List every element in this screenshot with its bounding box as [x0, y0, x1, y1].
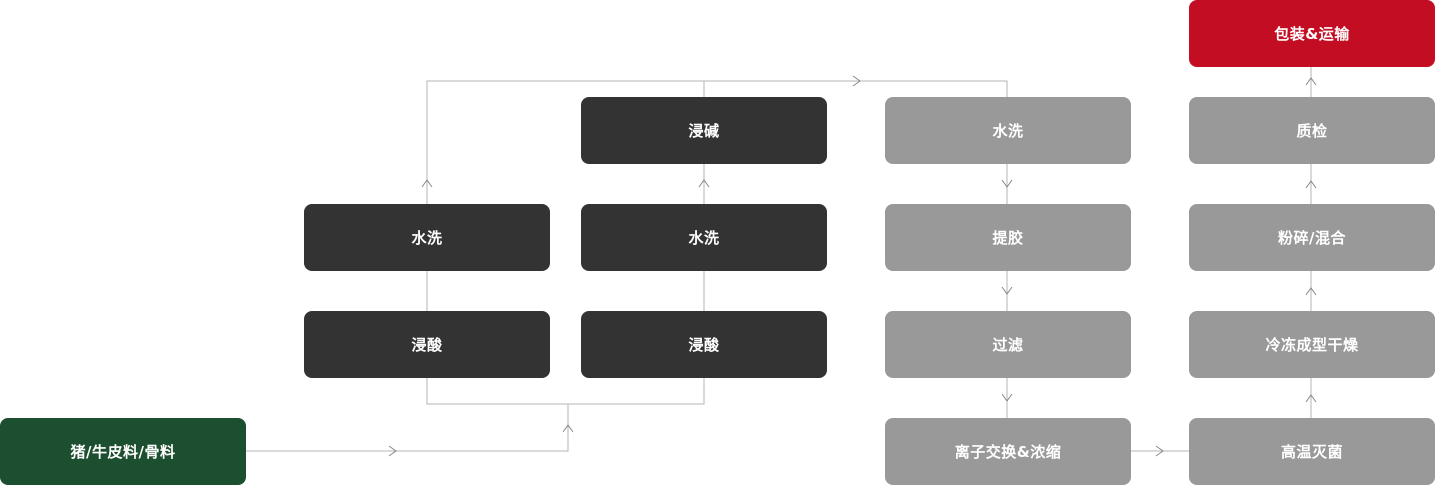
step-label: 水洗	[688, 229, 720, 247]
arrow-right-icon	[1155, 445, 1164, 457]
arrow-up-icon	[1305, 77, 1317, 86]
step-sterilization: 高温灭菌	[1189, 418, 1435, 485]
step-branch-b-water-wash: 水洗	[581, 204, 827, 271]
arrow-down-icon	[1001, 393, 1013, 402]
step-ion-exchange: 离子交换&浓缩	[885, 418, 1131, 485]
step-label: 包装&运输	[1274, 25, 1350, 43]
step-label: 冷冻成型干燥	[1265, 336, 1359, 354]
step-label: 水洗	[411, 229, 443, 247]
step-label: 质检	[1296, 122, 1328, 140]
step-label: 离子交换&浓缩	[954, 443, 1062, 461]
arrow-down-icon	[1001, 286, 1013, 295]
step-branch-a-acid-soak: 浸酸	[304, 311, 550, 378]
step-label: 水洗	[992, 122, 1024, 140]
step-quality-check: 质检	[1189, 97, 1435, 164]
step-filtration: 过滤	[885, 311, 1131, 378]
step-label: 过滤	[992, 336, 1024, 354]
arrow-up-icon	[1305, 180, 1317, 189]
step-label: 猪/牛皮料/骨料	[70, 443, 176, 461]
step-label: 浸碱	[688, 122, 720, 140]
step-grinding-mixing: 粉碎/混合	[1189, 204, 1435, 271]
arrow-up-icon	[421, 179, 433, 188]
step-label: 粉碎/混合	[1278, 229, 1346, 247]
arrow-right-icon	[852, 75, 861, 87]
arrow-up-icon	[562, 424, 574, 433]
step-branch-a-water-wash: 水洗	[304, 204, 550, 271]
step-extract-water-wash: 水洗	[885, 97, 1131, 164]
step-label: 浸酸	[411, 336, 443, 354]
arrow-up-icon	[1305, 287, 1317, 296]
arrow-up-icon	[1305, 394, 1317, 403]
connector-branch-a-top	[426, 80, 1008, 204]
arrow-up-icon	[698, 179, 710, 188]
step-label: 高温灭菌	[1280, 443, 1343, 461]
step-gelatin-extraction: 提胶	[885, 204, 1131, 271]
step-raw-material: 猪/牛皮料/骨料	[0, 418, 246, 485]
arrow-down-icon	[1001, 179, 1013, 188]
step-label: 浸酸	[688, 336, 720, 354]
step-branch-b-alkali-soak: 浸碱	[581, 97, 827, 164]
connector-bottom-joiner	[426, 378, 705, 405]
step-packaging: 包装&运输	[1189, 0, 1435, 67]
arrow-right-icon	[388, 445, 397, 457]
step-freeze-drying: 冷冻成型干燥	[1189, 311, 1435, 378]
step-label: 提胶	[992, 229, 1024, 247]
step-branch-b-acid-soak: 浸酸	[581, 311, 827, 378]
connector-start-to-junction	[246, 404, 569, 452]
